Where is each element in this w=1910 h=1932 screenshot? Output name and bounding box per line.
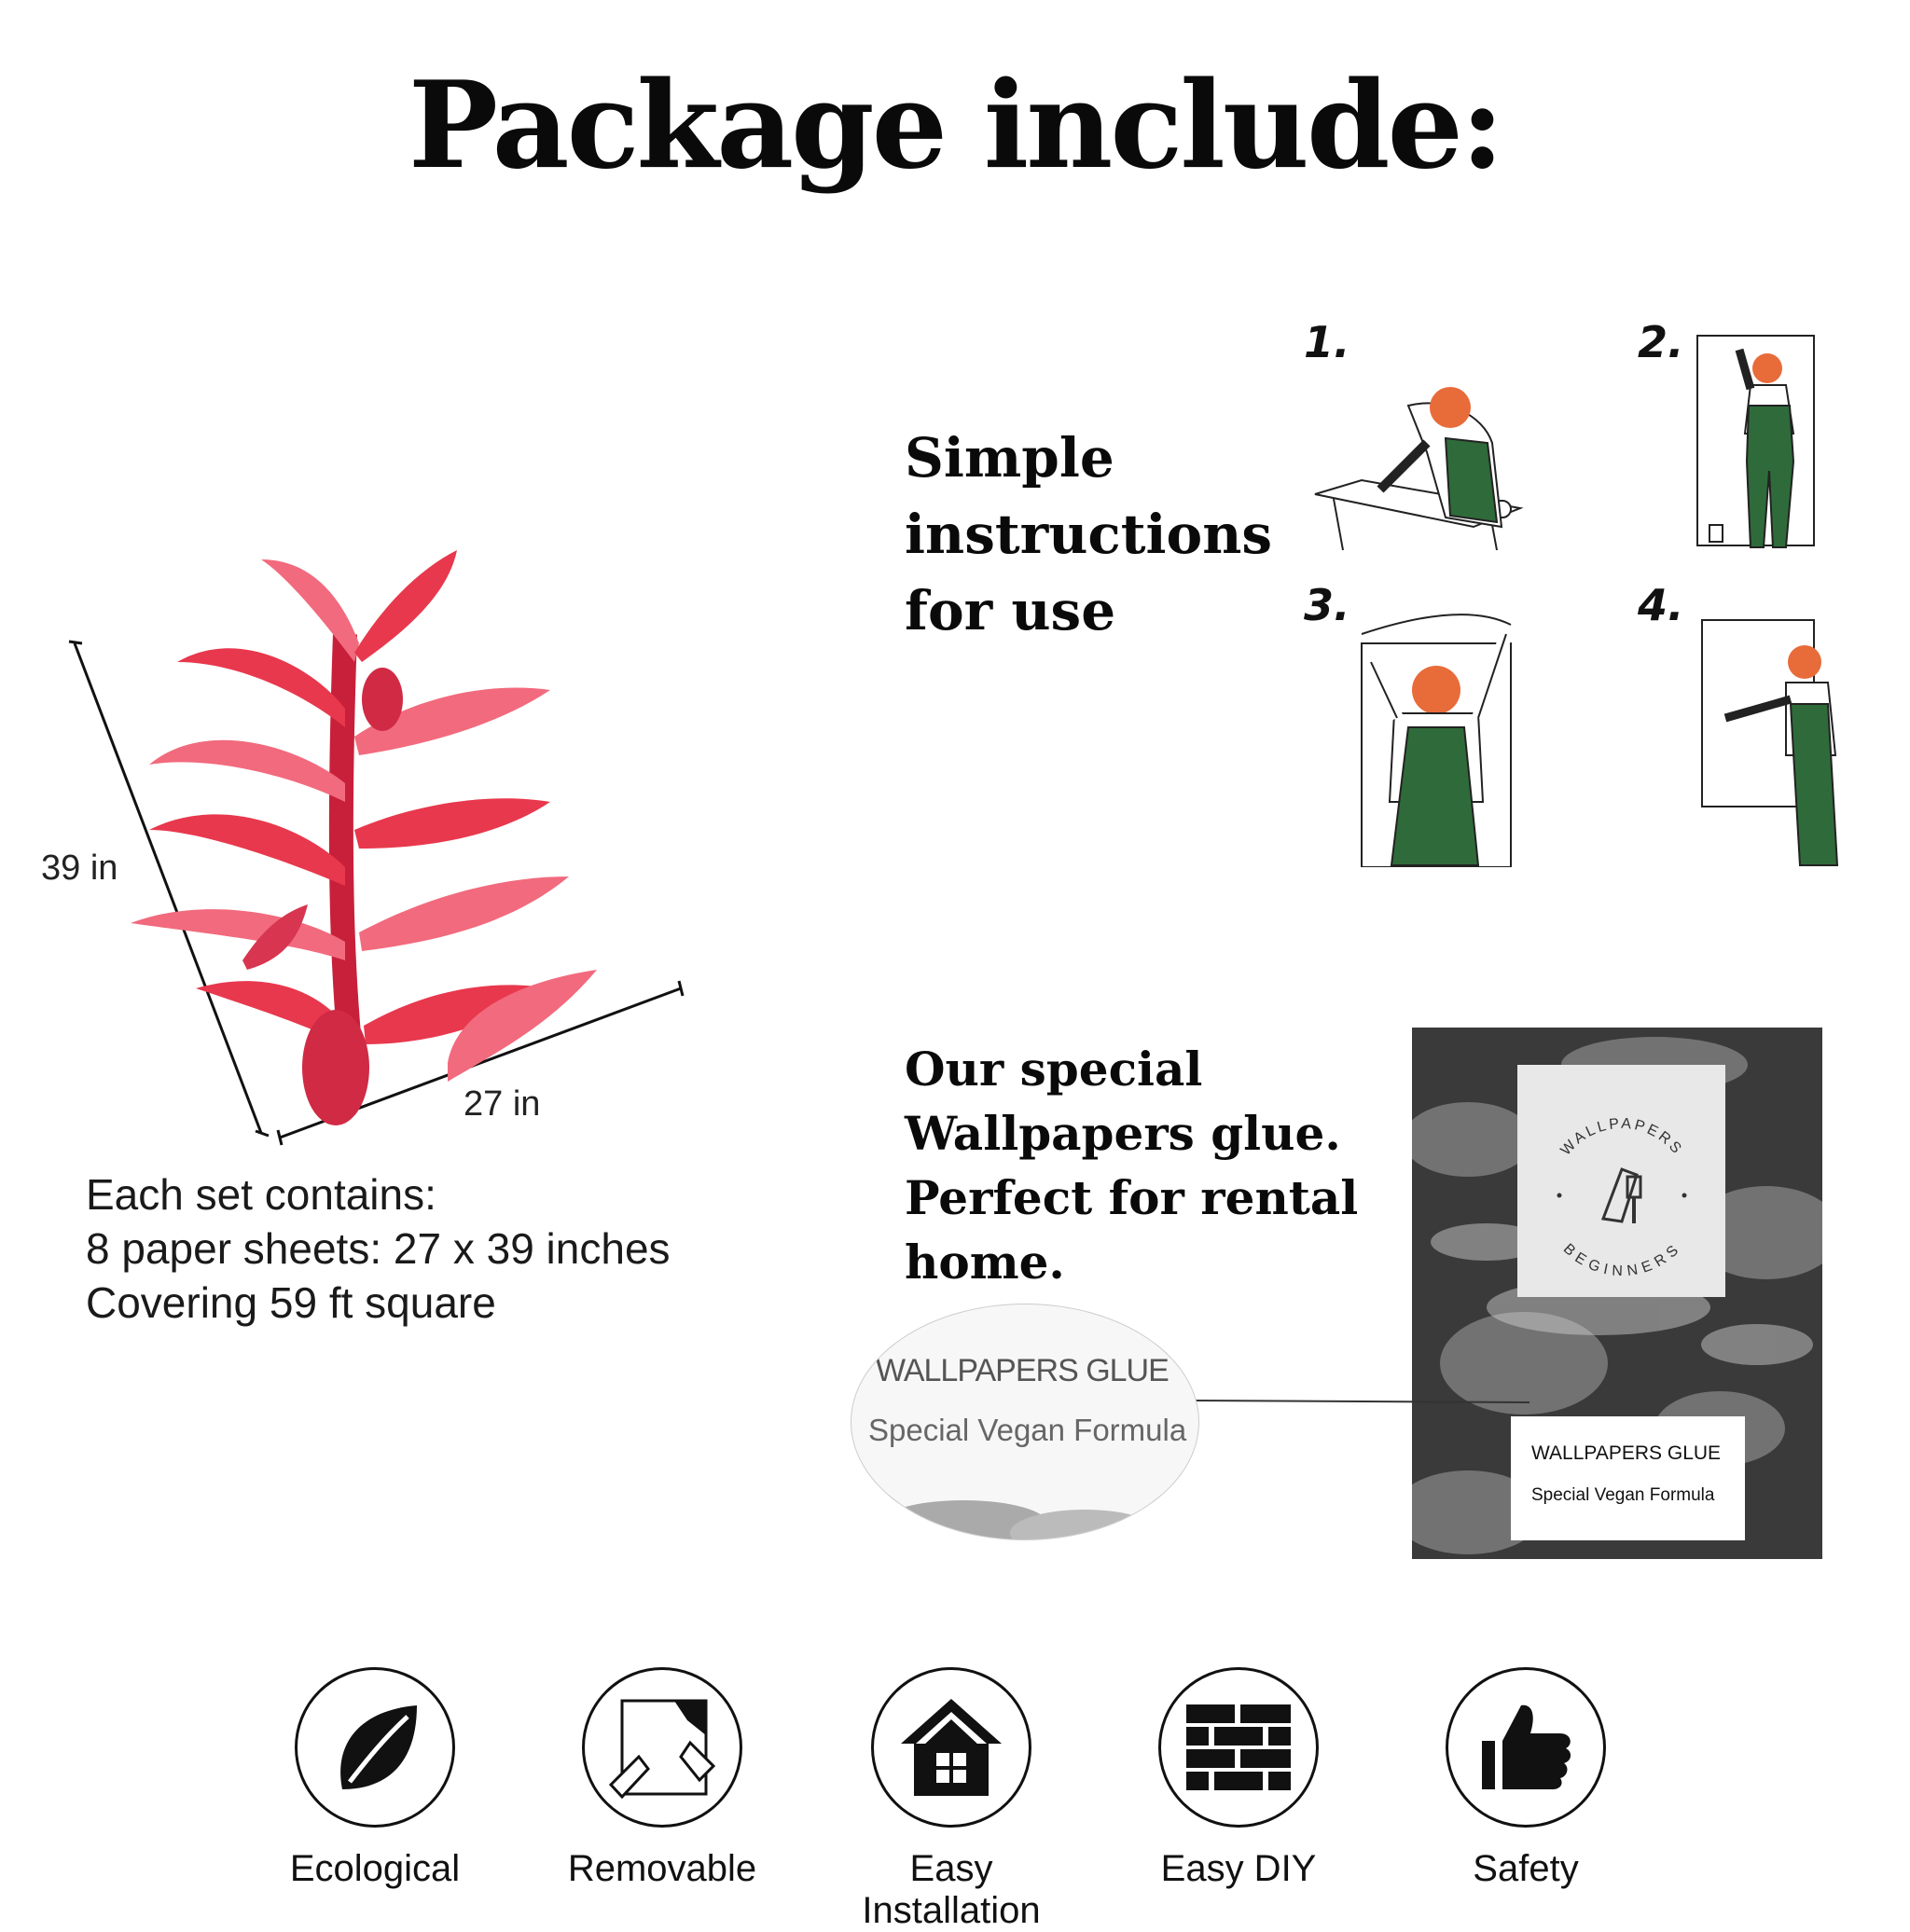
zoom-pattern	[879, 1500, 1159, 1539]
feature-label: Easy DIY	[1160, 1848, 1317, 1889]
glue-title-line: Wallpapers glue.	[905, 1106, 1341, 1161]
step-number: 1.	[1304, 317, 1350, 367]
brand-sticker: WALLPAPERS BEGINNERS	[1517, 1065, 1725, 1297]
peel-icon	[608, 1699, 716, 1800]
feature-circle	[871, 1667, 1031, 1828]
step-2-illustration	[1696, 335, 1815, 548]
svg-text:WALLPAPERS: WALLPAPERS	[1557, 1116, 1685, 1159]
feature-label: Safety	[1473, 1848, 1579, 1889]
set-info-line: 8 paper sheets: 27 x 39 inches	[86, 1224, 671, 1273]
set-info: Each set contains: 8 paper sheets: 27 x …	[86, 1167, 671, 1330]
step-number: 3.	[1304, 580, 1350, 630]
page-title: Package include:	[408, 56, 1504, 196]
leaf-icon	[340, 1705, 417, 1789]
svg-text:BEGINNERS: BEGINNERS	[1560, 1241, 1683, 1279]
set-info-line: Each set contains:	[86, 1170, 436, 1219]
zoom-title: WALLPAPERS GLUE	[876, 1353, 1170, 1388]
glue-title: Our special Wallpapers glue. Perfect for…	[905, 1037, 1358, 1294]
bricks-icon	[1186, 1704, 1291, 1790]
glue-label: WALLPAPERS GLUE Special Vegan Formula	[1511, 1416, 1745, 1540]
instructions-title-line: Simple	[905, 426, 1114, 490]
label-zoom-callout: WALLPAPERS GLUE Special Vegan Formula	[851, 1304, 1199, 1540]
feature-circle	[295, 1667, 455, 1828]
brand-logo: WALLPAPERS BEGINNERS	[1557, 1116, 1687, 1279]
step-number: 2.	[1638, 317, 1684, 367]
feature-safety: Safety	[1405, 1667, 1647, 1890]
width-dimension-label: 27 in	[464, 1084, 541, 1124]
sticker-bottom-text: BEGINNERS	[1560, 1241, 1681, 1279]
glue-label-title: WALLPAPERS GLUE	[1531, 1442, 1722, 1464]
house-icon	[901, 1699, 1002, 1796]
feature-label: Removable	[567, 1848, 757, 1889]
feature-easy-diy: Easy DIY	[1117, 1667, 1360, 1890]
feature-circle	[1158, 1667, 1319, 1828]
glue-title-line: home.	[905, 1235, 1065, 1290]
wallpaper-sheet-illustration	[68, 550, 685, 1146]
glue-title-line: Our special	[905, 1042, 1203, 1097]
instructions-title-line: instructions	[905, 503, 1273, 566]
feature-label: Ecological	[289, 1848, 461, 1889]
feature-ecological: Ecological	[254, 1667, 496, 1890]
glue-label-subtitle: Special Vegan Formula	[1531, 1485, 1715, 1505]
thumbs-up-icon	[1482, 1704, 1571, 1789]
callout-line	[1194, 1400, 1530, 1403]
feature-circle	[582, 1667, 742, 1828]
feature-label: Easy Installation	[862, 1848, 1041, 1931]
instructions-title: Simple instructions for use	[905, 420, 1272, 649]
glue-title-line: Perfect for rental	[905, 1170, 1359, 1225]
height-dimension-label: 39 in	[41, 849, 118, 888]
zoom-subtitle: Special Vegan Formula	[868, 1413, 1187, 1447]
step-1-illustration	[1314, 387, 1524, 551]
step-3-illustration	[1361, 614, 1513, 867]
feature-circle	[1446, 1667, 1606, 1828]
set-info-line: Covering 59 ft square	[86, 1278, 496, 1327]
step-4-illustration	[1701, 619, 1839, 866]
instructions-title-line: for use	[905, 579, 1116, 642]
step-number: 4.	[1638, 580, 1684, 630]
feature-removable: Removable	[541, 1667, 783, 1890]
banana-leaf-pattern	[131, 550, 597, 1125]
sticker-top-text: WALLPAPERS	[1557, 1116, 1682, 1159]
feature-easy-installation: Easy Installation	[830, 1667, 1073, 1932]
